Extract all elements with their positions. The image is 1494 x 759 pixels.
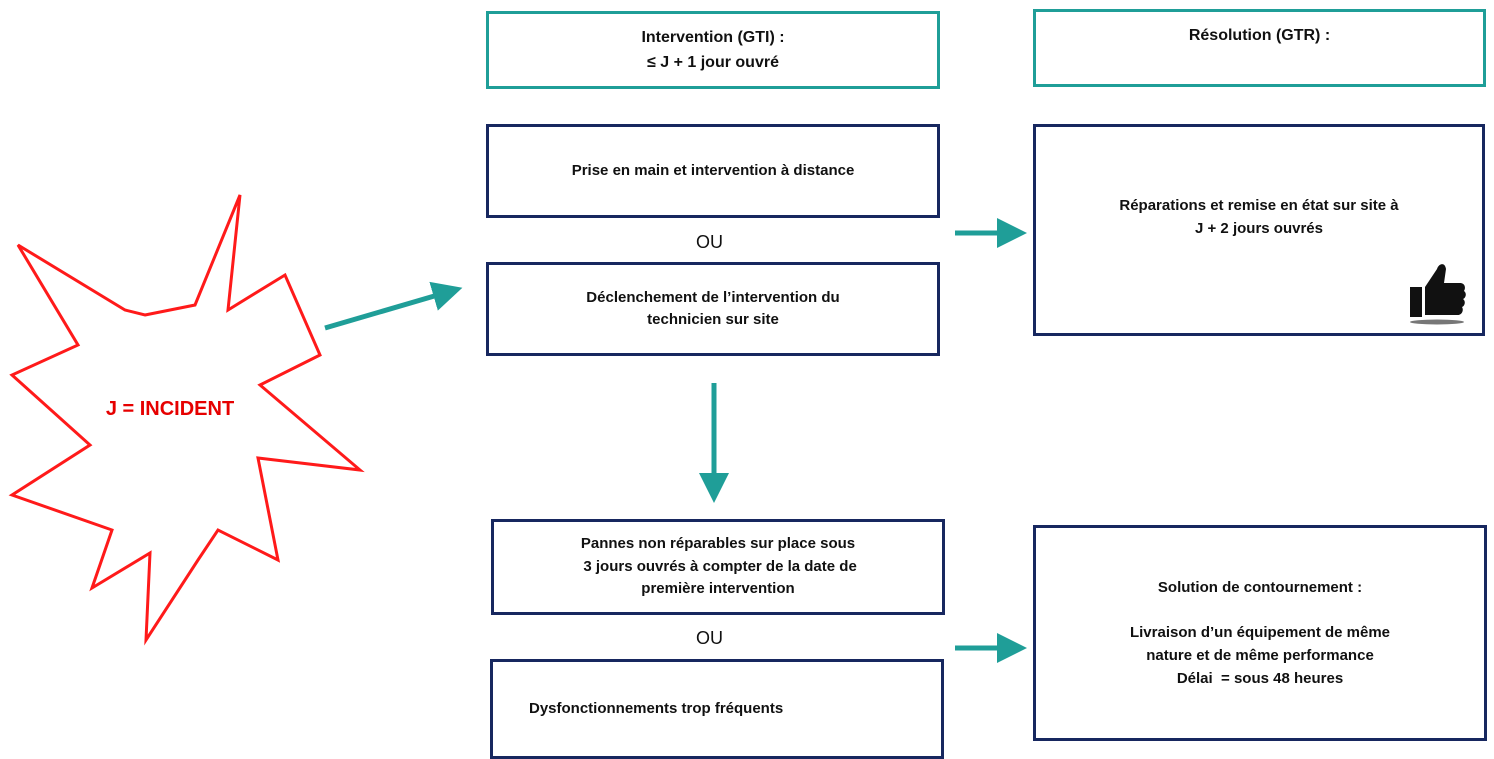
unrepairable-line-1: Pannes non réparables sur place sous (580, 535, 856, 553)
onsite-line-2: technicien sur site (647, 311, 779, 328)
unrepairable-line-2: 3 jours ouvrés à compter de la date de (579, 557, 857, 575)
gti-header: Intervention (GTI) : ≤ J + 1 jour ouvré (486, 11, 940, 89)
workaround-line-3: Délai = sous 48 heures (1176, 670, 1344, 688)
arrow-incident-to-gti (324, 281, 463, 331)
ou-connector-bottom: OU (696, 628, 723, 648)
workaround-title: Solution de contournement : (1157, 578, 1363, 596)
explosion-star-icon (8, 194, 365, 646)
workaround-line-2: nature et de même performance (1146, 647, 1374, 664)
unrepairable-line-3: première intervention (641, 580, 795, 598)
gti-header-title: Intervention (GTI) : (641, 29, 785, 46)
gti-header-delay: ≤ J + 1 jour ouvré (647, 53, 779, 71)
gtr-header-title: Résolution (GTR) : (1188, 27, 1331, 44)
frequent-failures-text: Dysfonctionnements trop fréquents (529, 699, 784, 717)
repair-line-2: J + 2 jours ouvrés (1195, 219, 1323, 237)
frequent-failures-box: Dysfonctionnements trop fréquents (490, 659, 944, 759)
thumbs-up-icon (1410, 264, 1466, 325)
remote-intervention-box: Prise en main et intervention à distance (486, 124, 940, 218)
workaround-box: Solution de contournement : Livraison d’… (1033, 525, 1487, 741)
repair-line-1: Réparations et remise en état sur site à (1119, 197, 1399, 214)
onsite-repair-box: Réparations et remise en état sur site à… (1033, 124, 1485, 336)
onsite-intervention-box: Déclenchement de l’intervention du techn… (486, 262, 940, 356)
incident-label: J = INCIDENT (105, 398, 235, 420)
onsite-line-1: Déclenchement de l’intervention du (586, 288, 840, 306)
ou-connector-top: OU (696, 232, 723, 252)
workaround-line-1: Livraison d’un équipement de même (1129, 623, 1391, 641)
gtr-header: Résolution (GTR) : (1033, 9, 1486, 87)
remote-intervention-text: Prise en main et intervention à distance (571, 161, 855, 179)
unrepairable-box: Pannes non réparables sur place sous 3 j… (491, 519, 945, 615)
